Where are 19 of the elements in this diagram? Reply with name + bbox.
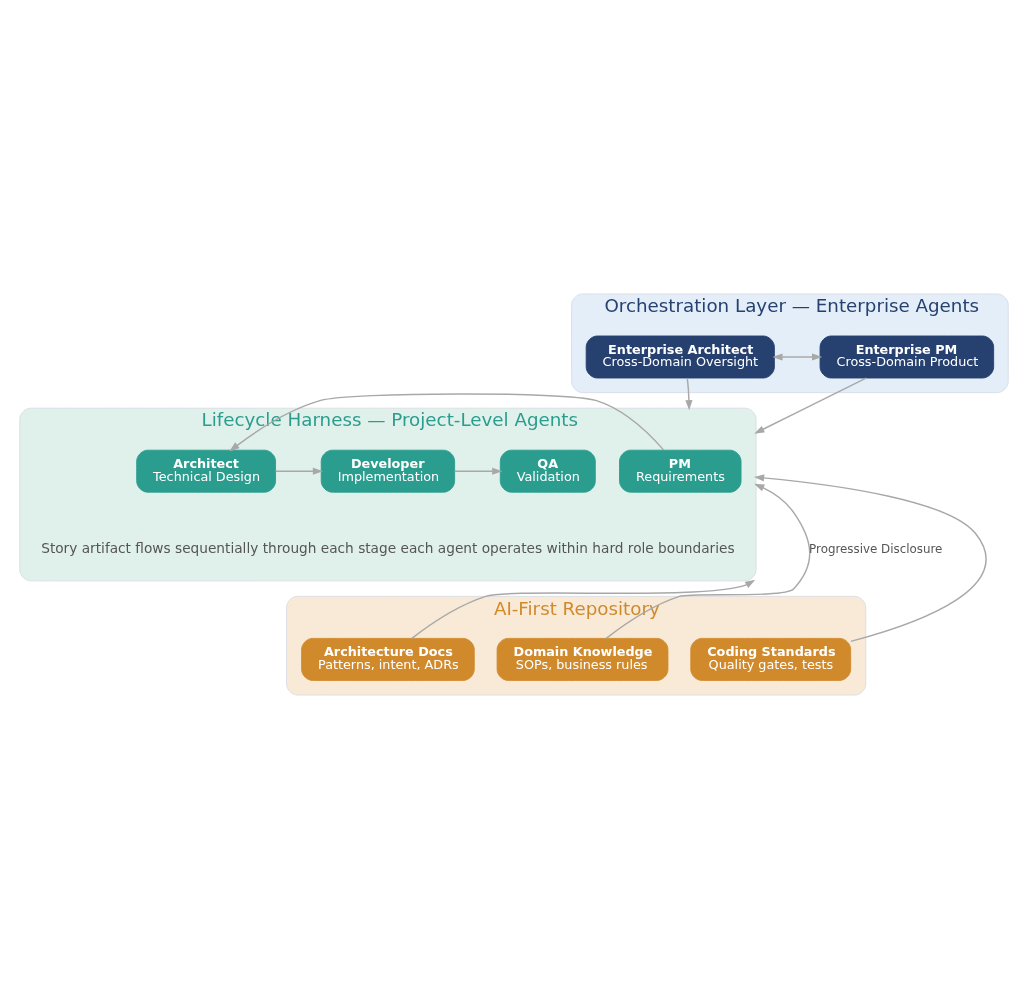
node-box: QA Validation — [499, 449, 596, 493]
node-box: Domain Knowledge SOPs, business rules — [496, 637, 669, 681]
node-box: Coding Standards Quality gates, tests — [690, 637, 852, 681]
node-box: Enterprise Architect Cross-Domain Oversight — [585, 335, 775, 379]
arrow — [454, 467, 503, 475]
arrow — [274, 467, 324, 475]
arrow — [754, 377, 867, 434]
arrow — [685, 377, 693, 411]
arrow — [229, 393, 665, 452]
node-box: PM Requirements — [619, 449, 742, 493]
node-box: Enterprise PM Cross-Domain Product — [819, 335, 995, 379]
arrow — [753, 474, 987, 643]
arrow — [605, 483, 811, 640]
arrow — [772, 353, 823, 361]
edge-label: Progressive Disclosure — [809, 541, 943, 556]
node-box: Developer Implementation — [320, 449, 456, 493]
node-box: Architect Technical Design — [136, 449, 276, 493]
arrow — [411, 579, 756, 640]
node-box: Architecture Docs Patterns, intent, ADRs — [301, 637, 475, 681]
